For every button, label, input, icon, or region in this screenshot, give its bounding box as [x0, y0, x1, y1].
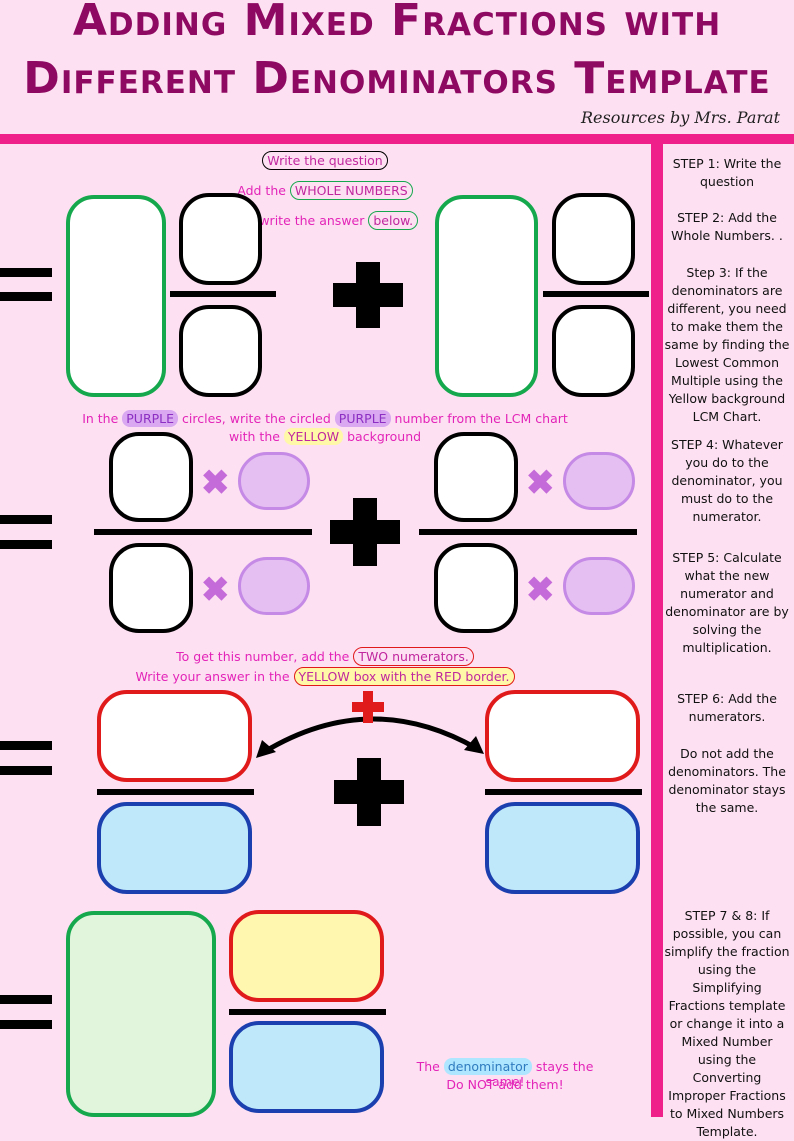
fraction-bar-6 [485, 789, 642, 795]
denominator-box-5[interactable] [97, 802, 252, 894]
times-icon-1: ✖ [201, 464, 230, 502]
step-2: STEP 2: Add the Whole Numbers. . [671, 210, 783, 243]
equals-sign-2-bottom [0, 540, 52, 549]
header-divider [0, 134, 794, 144]
fraction-bar-3 [94, 529, 312, 535]
fraction-bar-1 [170, 291, 276, 297]
note-add-numerators: To get this number, add the TWO numerato… [0, 647, 650, 666]
answer-whole-number-box[interactable] [66, 911, 216, 1117]
denominator-box-1[interactable] [179, 305, 262, 397]
page-title-line-1: Adding Mixed Fractions with [72, 0, 722, 46]
arrow-icon [256, 691, 484, 758]
numerator-box-3[interactable] [109, 432, 193, 522]
whole-number-box-1[interactable] [66, 195, 166, 397]
denominator-box-3[interactable] [109, 543, 193, 633]
numerator-box-1[interactable] [179, 193, 262, 285]
step-3: Step 3: If the denominators are differen… [664, 265, 790, 424]
equals-sign-4-bottom [0, 1020, 52, 1029]
denominator-box-2[interactable] [552, 305, 635, 397]
step-1: STEP 1: Write the question [672, 156, 782, 189]
purple-circle-3[interactable] [563, 452, 635, 510]
note-purple-circles: In the PURPLE circles, write the circled… [82, 410, 568, 427]
numerator-box-4[interactable] [434, 432, 518, 522]
step-6-note: Do not add the denominators. The denomin… [668, 746, 786, 815]
equals-sign-1-bottom [0, 292, 52, 301]
fraction-bar-2 [543, 291, 649, 297]
fraction-bar-7 [229, 1009, 386, 1015]
equals-sign-3-bottom [0, 766, 52, 775]
fraction-bar-5 [97, 789, 254, 795]
times-icon-3: ✖ [526, 464, 555, 502]
times-icon-4: ✖ [526, 571, 555, 609]
equals-sign-3-top [0, 741, 52, 750]
plus-icon-1 [333, 262, 403, 328]
answer-denominator-box[interactable] [229, 1021, 384, 1113]
equals-sign-4-top [0, 995, 52, 1004]
denominator-box-4[interactable] [434, 543, 518, 633]
equals-sign-2-top [0, 515, 52, 524]
fraction-bar-4 [419, 529, 637, 535]
plus-icon-3 [334, 758, 404, 826]
equals-sign-1-top [0, 268, 52, 277]
steps-column: STEP 1: Write the question STEP 2: Add t… [660, 0, 794, 1139]
step-5: STEP 5: Calculate what the new numerator… [665, 550, 789, 655]
note-yellow-box: Write your answer in the YELLOW box with… [0, 667, 650, 686]
times-icon-2: ✖ [201, 571, 230, 609]
numerator-box-2[interactable] [552, 193, 635, 285]
credit: Resources by Mrs. Parat [580, 108, 780, 127]
plus-icon-2 [330, 498, 400, 566]
note-write-question: Write the question [0, 151, 650, 170]
purple-circle-2[interactable] [238, 557, 310, 615]
steps-column-divider [651, 144, 663, 1117]
denominator-box-6[interactable] [485, 802, 640, 894]
numerator-box-5[interactable] [97, 690, 252, 782]
note-yellow-background: with the YELLOW background [228, 428, 422, 445]
step-6: STEP 6: Add the numerators. [677, 691, 777, 724]
numerator-box-6[interactable] [485, 690, 640, 782]
step-7-8: STEP 7 & 8: If possible, you can simplif… [664, 908, 790, 1139]
note-add-whole: Add the WHOLE NUMBERS [0, 181, 650, 200]
purple-circle-4[interactable] [563, 557, 635, 615]
page-title-line-2: Different Denominators Template [23, 53, 771, 104]
note-denominator-same: The denominator stays the same! [416, 1058, 594, 1089]
whole-number-box-2[interactable] [435, 195, 538, 397]
step-4: STEP 4: Whatever you do to the denominat… [671, 437, 783, 524]
note-do-not-add: Do NOT add them! [446, 1077, 564, 1092]
purple-circle-1[interactable] [238, 452, 310, 510]
answer-numerator-box[interactable] [229, 910, 384, 1002]
note-write-answer: and write the answer below. [0, 211, 650, 230]
